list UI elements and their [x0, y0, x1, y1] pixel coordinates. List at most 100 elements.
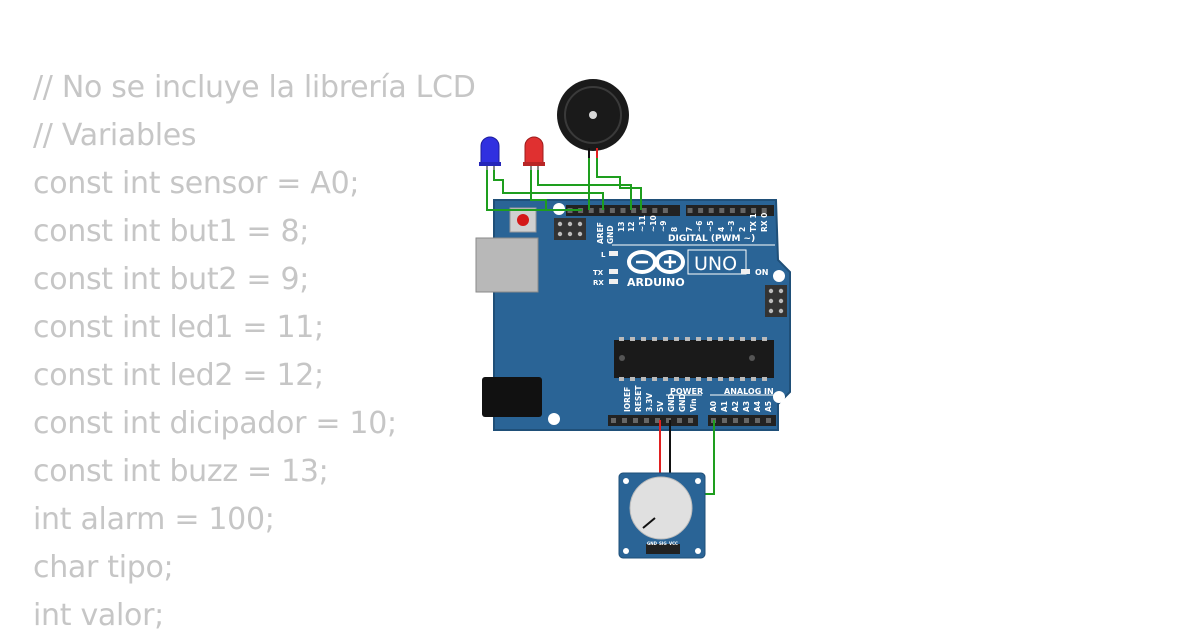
- top-pin-label: 8: [670, 227, 679, 232]
- header-pin[interactable]: [655, 418, 660, 423]
- brand-label: ARDUINO: [627, 276, 685, 289]
- mounting-hole: [773, 270, 785, 282]
- usb-connector: [475, 237, 539, 293]
- power-pin-label: GND: [678, 393, 687, 412]
- code-line: const int dicipador = 10;: [33, 406, 397, 441]
- top-pin-label: 4: [717, 227, 726, 232]
- l-led: [609, 251, 618, 256]
- power-pin-label: IOREF: [623, 387, 632, 412]
- analog-pin-label: A1: [720, 401, 729, 412]
- knob-indicator: [642, 517, 656, 529]
- code-line: int alarm = 100;: [33, 502, 275, 537]
- header-pin[interactable]: [666, 418, 671, 423]
- digital-header-label: DIGITAL (PWM ~): [668, 234, 755, 244]
- header-pin[interactable]: [729, 208, 735, 213]
- top-pin-label: GND: [606, 225, 615, 244]
- header-pin[interactable]: [766, 418, 771, 423]
- header-pin[interactable]: [708, 208, 714, 213]
- potentiometer[interactable]: GND SIG VCC: [618, 472, 706, 559]
- header-pin[interactable]: [688, 418, 693, 423]
- rx-led-label: RX: [593, 279, 604, 287]
- header-pin[interactable]: [633, 418, 638, 423]
- header-pin[interactable]: [609, 208, 615, 213]
- analog-pin-label: A5: [764, 401, 773, 412]
- header-pin[interactable]: [620, 208, 626, 213]
- top-pin-label: RX 0: [760, 213, 769, 232]
- code-line: const int sensor = A0;: [33, 166, 360, 201]
- pot-pin-label: SIG: [659, 541, 667, 546]
- header-pin[interactable]: [719, 208, 725, 213]
- code-line: const int led1 = 11;: [33, 310, 324, 345]
- model-label: UNO: [694, 253, 737, 275]
- header-pin[interactable]: [622, 418, 627, 423]
- header-pin[interactable]: [662, 208, 668, 213]
- header-pin[interactable]: [751, 208, 757, 213]
- code-line: const int buzz = 13;: [33, 454, 329, 489]
- header-pin[interactable]: [761, 208, 767, 213]
- led-red[interactable]: [523, 136, 545, 170]
- arduino-logo-icon: [627, 250, 685, 274]
- top-pin-label: ~10: [649, 215, 658, 232]
- rx-led: [609, 279, 618, 284]
- header-pin[interactable]: [652, 208, 658, 213]
- icsp-header-right: [765, 285, 787, 317]
- code-line: // Variables: [33, 118, 197, 153]
- top-pin-label: ~6: [695, 220, 704, 232]
- power-pin-label: 3.3V: [645, 393, 654, 412]
- analog-header-label: ANALOG IN: [724, 387, 774, 396]
- pot-pin-label: GND: [647, 541, 658, 546]
- wire-blue-led-signal: [493, 168, 604, 210]
- code-line: int valor;: [33, 598, 164, 633]
- header-pin[interactable]: [744, 418, 749, 423]
- buzzer[interactable]: [557, 79, 629, 158]
- power-pin-label: RESET: [634, 385, 643, 412]
- analog-pin-label: A0: [709, 401, 718, 412]
- header-pin[interactable]: [644, 418, 649, 423]
- power-pin-label: GND: [667, 393, 676, 412]
- top-pin-label: ~11: [638, 215, 647, 232]
- analog-header: [708, 415, 776, 426]
- header-pin[interactable]: [631, 208, 637, 213]
- power-jack: [482, 377, 542, 417]
- pot-pin-label: VCC: [669, 541, 678, 546]
- header-pin[interactable]: [698, 208, 704, 213]
- header-pin[interactable]: [755, 418, 760, 423]
- top-pin-label: TX 1: [749, 213, 758, 232]
- mounting-hole: [773, 391, 785, 403]
- header-pin[interactable]: [740, 208, 746, 213]
- l-led-label: L: [601, 251, 606, 259]
- code-line: const int but2 = 9;: [33, 262, 310, 297]
- code-line: // No se incluye la librería LCD: [33, 70, 476, 105]
- wire-red-led-gnd: [530, 168, 570, 211]
- top-pin-label: 12: [627, 222, 636, 232]
- code-line: const int led2 = 12;: [33, 358, 324, 393]
- top-pin-label: 2: [738, 227, 747, 232]
- led-blue[interactable]: [479, 136, 501, 170]
- header-pin[interactable]: [611, 418, 616, 423]
- on-led-label: ON: [755, 268, 769, 277]
- icsp-header: [554, 218, 586, 240]
- power-header: [608, 415, 698, 426]
- header-pin[interactable]: [687, 208, 693, 213]
- analog-pin-label: A3: [742, 401, 751, 412]
- microcontroller-chip: [614, 337, 774, 381]
- tx-led-label: TX: [593, 269, 604, 277]
- analog-pin-label: A4: [753, 401, 762, 412]
- header-pin[interactable]: [599, 208, 605, 213]
- top-pin-label: ~5: [706, 220, 715, 232]
- header-pin[interactable]: [677, 418, 682, 423]
- header-pin[interactable]: [733, 418, 738, 423]
- header-pin[interactable]: [588, 208, 594, 213]
- code-line: const int but1 = 8;: [33, 214, 310, 249]
- power-pin-label: Vin: [689, 398, 698, 412]
- header-pin[interactable]: [722, 418, 727, 423]
- tx-led: [609, 269, 618, 274]
- code-line: char tipo;: [33, 550, 174, 585]
- header-pin[interactable]: [641, 208, 647, 213]
- power-pin-label: 5V: [656, 401, 665, 412]
- top-pin-label: 13: [617, 222, 626, 232]
- on-led: [741, 269, 750, 274]
- model-box: [687, 249, 747, 275]
